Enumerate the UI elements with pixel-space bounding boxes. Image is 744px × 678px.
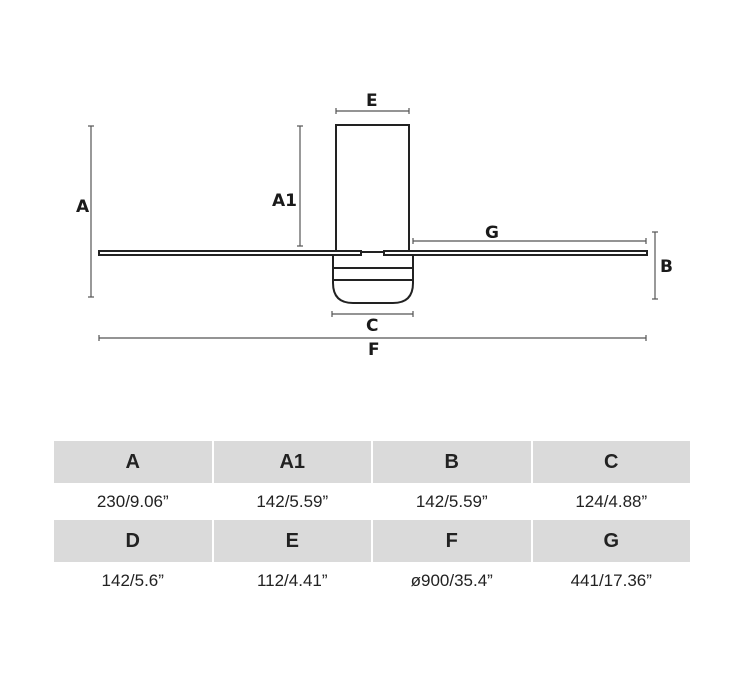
header-cell: A [54, 441, 212, 483]
ceiling-fan-dimension-diagram: A A1 E G B C F [76, 91, 673, 360]
label-A: A [76, 197, 90, 217]
header-cell: C [532, 441, 690, 483]
left-blade [98, 250, 362, 256]
label-A1: A1 [272, 191, 297, 211]
label-C: C [366, 316, 378, 336]
value-cell: 142/5.59” [256, 491, 329, 511]
header-cell: F [373, 520, 531, 562]
dimensions-table: A A1 B C 230/9.06” 142/5.59” 142/5.59” 1… [54, 441, 690, 599]
label-B: B [660, 257, 673, 277]
motor-housing [335, 124, 410, 253]
header-cell: G [532, 520, 690, 562]
right-blade [383, 250, 648, 256]
value-cell: 112/4.41” [256, 570, 328, 590]
header-cell: D [54, 520, 212, 562]
header-cell: E [213, 520, 371, 562]
value-cell: 124/4.88” [575, 491, 648, 511]
dimension-lines [88, 108, 658, 341]
value-cell: 142/5.59” [415, 491, 488, 511]
header-cell: A1 [213, 441, 371, 483]
header-cell: B [373, 441, 531, 483]
label-G: G [485, 223, 499, 243]
label-F: F [368, 340, 380, 360]
value-cell: 441/17.36” [570, 570, 652, 590]
value-cell: 230/9.06” [96, 491, 169, 511]
value-cell: 142/5.6” [101, 570, 164, 590]
fan-drawing [98, 124, 648, 304]
value-cell: ø900/35.4” [410, 570, 493, 590]
label-E: E [366, 91, 378, 111]
